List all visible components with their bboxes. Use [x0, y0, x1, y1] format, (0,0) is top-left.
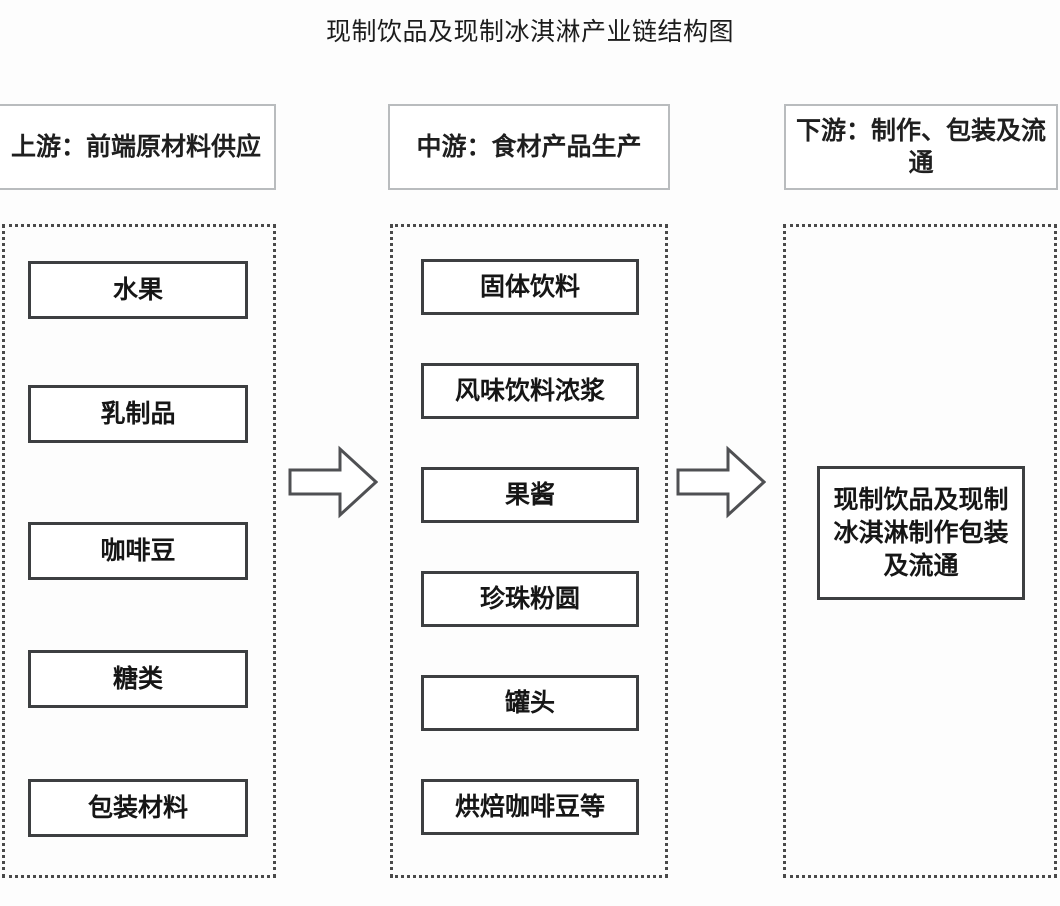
item-box-fruit-jam: 果酱 — [421, 467, 639, 523]
item-box-fruit: 水果 — [28, 261, 248, 319]
item-box-roasted-coffee-beans: 烘焙咖啡豆等 — [421, 779, 639, 835]
item-box-packaging-materials: 包装材料 — [28, 779, 248, 837]
stage-header-midstream: 中游：食材产品生产 — [388, 104, 670, 190]
item-box-dairy: 乳制品 — [28, 385, 248, 443]
item-box-tapioca-pearls: 珍珠粉圆 — [421, 571, 639, 627]
page-title: 现制饮品及现制冰淇淋产业链结构图 — [325, 17, 734, 46]
stage-container-downstream — [783, 224, 1057, 878]
item-box-final-production: 现制饮品及现制冰淇淋制作包装及流通 — [817, 466, 1025, 600]
item-box-canned-goods: 罐头 — [421, 675, 639, 731]
stage-container-upstream — [2, 224, 276, 878]
item-box-coffee-beans: 咖啡豆 — [28, 522, 248, 580]
item-box-flavored-concentrate: 风味饮料浓浆 — [421, 363, 639, 419]
arrow-right-icon-upstream-to-midstream — [288, 445, 378, 519]
item-box-sugars: 糖类 — [28, 650, 248, 708]
stage-container-midstream — [390, 224, 668, 878]
arrow-right-icon-midstream-to-downstream — [676, 445, 766, 519]
stage-header-upstream: 上游：前端原材料供应 — [0, 104, 276, 190]
item-box-solid-beverage: 固体饮料 — [421, 259, 639, 315]
stage-header-downstream: 下游：制作、包装及流通 — [784, 104, 1058, 190]
